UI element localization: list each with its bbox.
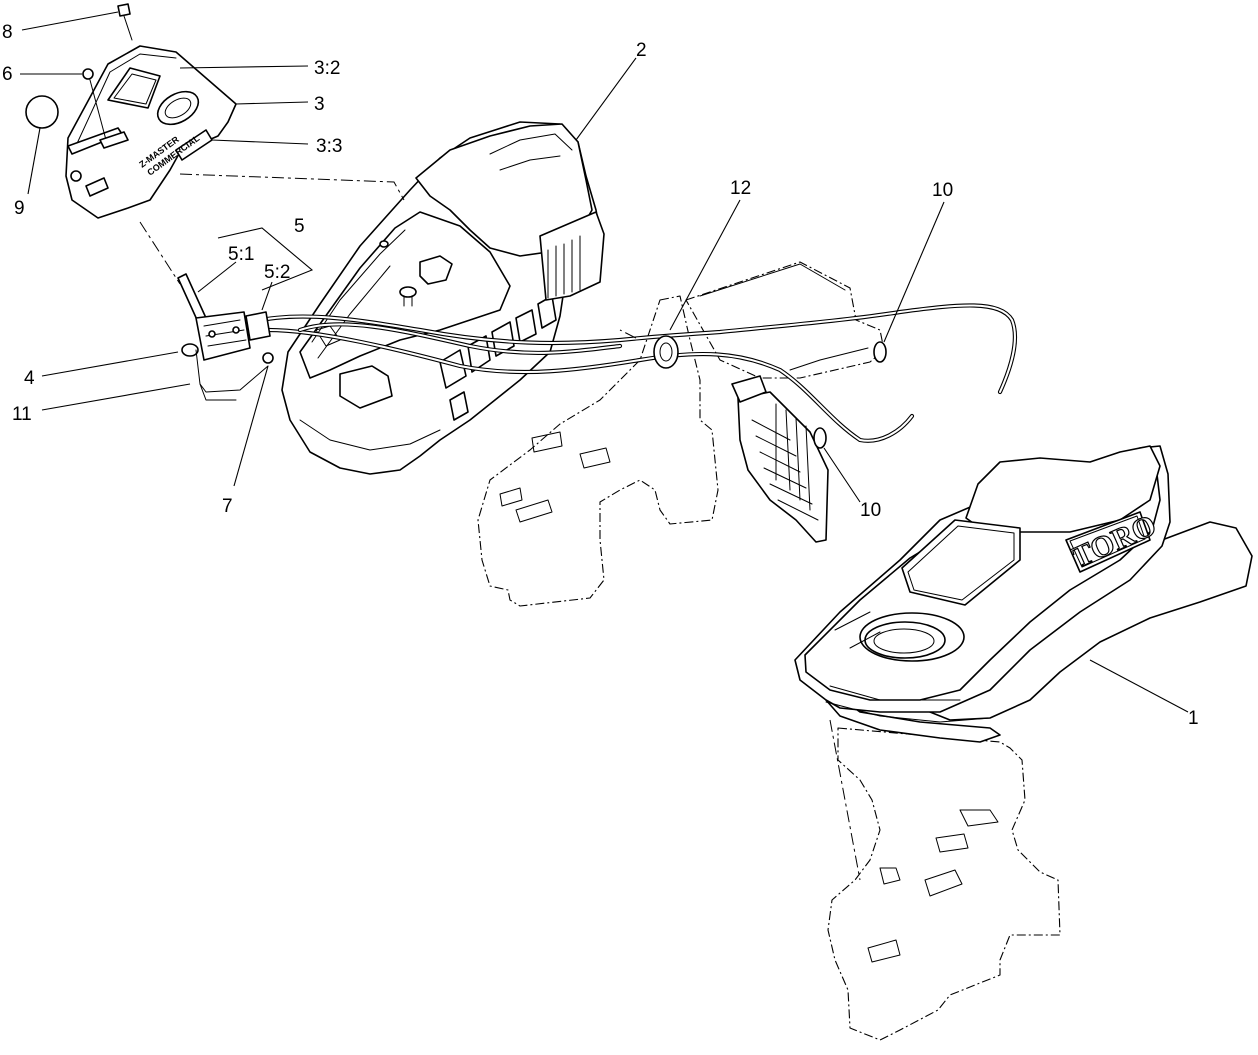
callout-8: 8 xyxy=(2,22,13,43)
callout-6: 6 xyxy=(2,64,13,85)
wire-harness-grate xyxy=(737,391,829,543)
control-panel: Z-MASTER COMMERCIAL xyxy=(25,3,237,219)
right-mount-bracket xyxy=(827,727,1061,1041)
callout-7: 7 xyxy=(222,496,233,517)
callout-3: 3 xyxy=(314,94,325,115)
callout-3-3: 3:3 xyxy=(316,136,342,157)
callout-5-2: 5:2 xyxy=(264,262,290,283)
callout-labels: 8 6 9 3:2 3 3:3 2 5 5:1 5:2 4 11 7 12 10… xyxy=(2,22,1199,729)
callout-12: 12 xyxy=(730,178,751,199)
wiring-harness xyxy=(249,303,1017,449)
middle-mount-bracket xyxy=(477,261,885,607)
callout-10-bottom: 10 xyxy=(860,500,881,521)
callout-9: 9 xyxy=(14,198,25,219)
callout-3-2: 3:2 xyxy=(314,58,340,79)
callout-11: 11 xyxy=(12,404,32,425)
left-control-console xyxy=(281,121,605,475)
callout-5: 5 xyxy=(294,216,305,237)
callout-5-1: 5:1 xyxy=(228,244,254,265)
switch-assembly xyxy=(177,273,274,401)
leader-lines xyxy=(20,11,1189,713)
phantom-lines xyxy=(139,173,637,339)
right-console-shroud: TORO xyxy=(794,445,1253,881)
callout-2: 2 xyxy=(636,40,647,61)
callout-4: 4 xyxy=(24,368,35,389)
callout-10-top: 10 xyxy=(932,180,953,201)
callout-1: 1 xyxy=(1188,708,1199,729)
